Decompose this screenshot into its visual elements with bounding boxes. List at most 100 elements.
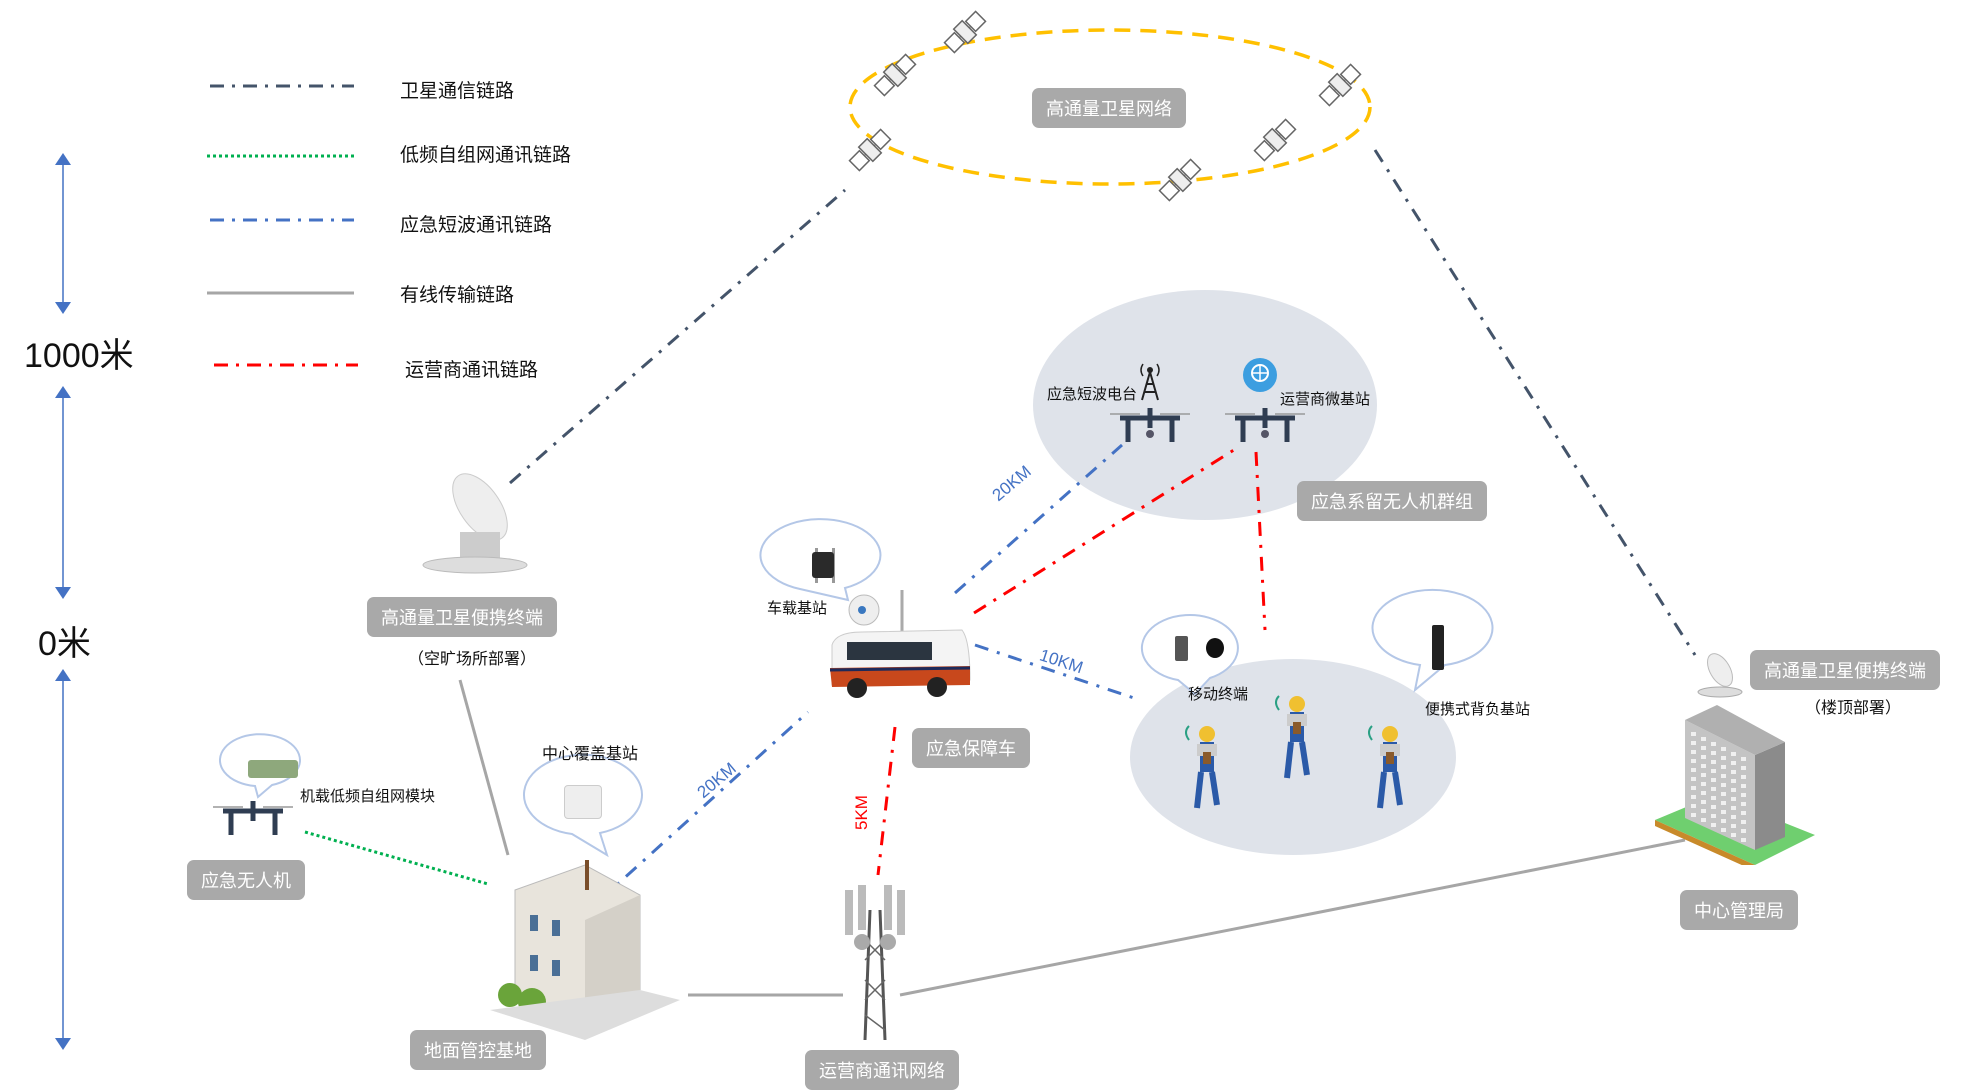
window [1691,750,1696,754]
window [1711,823,1716,827]
window [1721,828,1726,832]
window [1691,759,1696,763]
shortwave-radio-label: 应急短波电台 [1047,385,1138,403]
window [1711,742,1716,746]
window [1711,814,1716,818]
bubble-mobile-terminal [1140,614,1239,696]
window [1711,796,1716,800]
portable-sat-open-tag: 高通量卫星便携终端 [367,597,557,637]
window [1691,795,1696,799]
legend-label-satellite: 卫星通信链路 [400,80,515,102]
backpack-station-icon [1432,625,1444,670]
window [1731,833,1736,837]
window [1721,819,1726,823]
window [1731,797,1736,801]
window [1691,768,1696,772]
satellite-icon [1253,118,1297,162]
window [1741,838,1746,842]
airborne-module-icon [248,760,298,778]
satellite-icon [848,128,892,172]
window [1701,773,1706,777]
central-bureau-tag: 中心管理局 [1680,890,1798,930]
window [1701,791,1706,795]
field-team-area [1130,659,1456,855]
emergency-drone-tag: 应急无人机 [187,860,305,900]
airborne-module-label: 机载低频自组网模块 [300,787,436,805]
altitude-scale [55,153,71,1050]
window [1711,805,1716,809]
window [1741,811,1746,815]
window [1711,760,1716,764]
portable-sat-roof-tag: 高通量卫星便携终端 [1750,650,1940,690]
legend-label-wired: 有线传输链路 [400,284,515,306]
window [1731,770,1736,774]
satellite-icon [1158,158,1202,202]
window [1741,784,1746,788]
satellite-icon [873,53,917,97]
window [1701,800,1706,804]
window [1701,755,1706,759]
legend-lines [207,84,358,367]
window [1721,810,1726,814]
tethered-drone-icon [1110,402,1190,450]
legend-label-shortwave: 应急短波通讯链路 [400,214,553,236]
links [304,149,1697,997]
window [1741,802,1746,806]
link-wired-tower-bureau [899,838,1686,997]
window [1741,757,1746,761]
portable-sat-roof-note: （楼顶部署） [1805,698,1902,717]
window [1711,787,1716,791]
window [1701,764,1706,768]
window [1701,809,1706,813]
phone-icon [1175,636,1188,661]
window [1691,786,1696,790]
emergency-vehicle-icon [822,590,972,702]
window [1721,774,1726,778]
window [1741,766,1746,770]
window [1691,804,1696,808]
field-worker-icon [1275,690,1315,794]
central-bureau-building-icon [1655,700,1815,871]
window [1721,801,1726,805]
window [1701,782,1706,786]
link-carrier-vehicle-micro [973,446,1238,615]
field-worker-icon [1368,720,1408,824]
legend-label-carrier: 运营商通讯链路 [405,359,539,381]
window [1701,737,1706,741]
vehicle-station-label: 车载基站 [767,599,828,617]
camera-icon [1206,638,1224,658]
window [1741,820,1746,824]
window [1731,788,1736,792]
radio-tower-icon [1138,362,1162,406]
portable-sat-open-note: （空旷场所部署） [408,649,537,668]
window [1691,777,1696,781]
globe-icon [1243,358,1277,392]
ground-base-tag: 地面管控基地 [410,1030,546,1070]
link-shortwave-vehicle-team [974,643,1141,702]
window [1731,761,1736,765]
vehicle-tag: 应急保障车 [912,728,1030,768]
link-wired-sat-base [458,679,510,856]
window [1731,824,1736,828]
window [1741,829,1746,833]
window [1731,752,1736,756]
roof-satellite-dish-icon [1690,650,1750,700]
window [1721,792,1726,796]
legend-label-adhoc: 低频自组网通讯链路 [400,144,572,166]
link-shortwave-base-vehicle [598,710,810,902]
vehicle-station-device-icon [812,552,834,578]
drone-group-tag: 应急系留无人机群组 [1297,481,1487,521]
window [1741,793,1746,797]
window [1731,779,1736,783]
window [1701,746,1706,750]
window [1721,765,1726,769]
altitude-ground-label: 0米 [38,625,91,663]
link-satellite-roof [1373,149,1697,656]
satellite-network-tag: 高通量卫星网络 [1032,88,1186,128]
field-worker-icon [1185,720,1225,824]
satellite-orbit [848,28,1372,186]
window [1721,783,1726,787]
mobile-terminal-label: 移动终端 [1188,685,1249,703]
window [1721,756,1726,760]
satellite-dish-icon [420,462,530,582]
